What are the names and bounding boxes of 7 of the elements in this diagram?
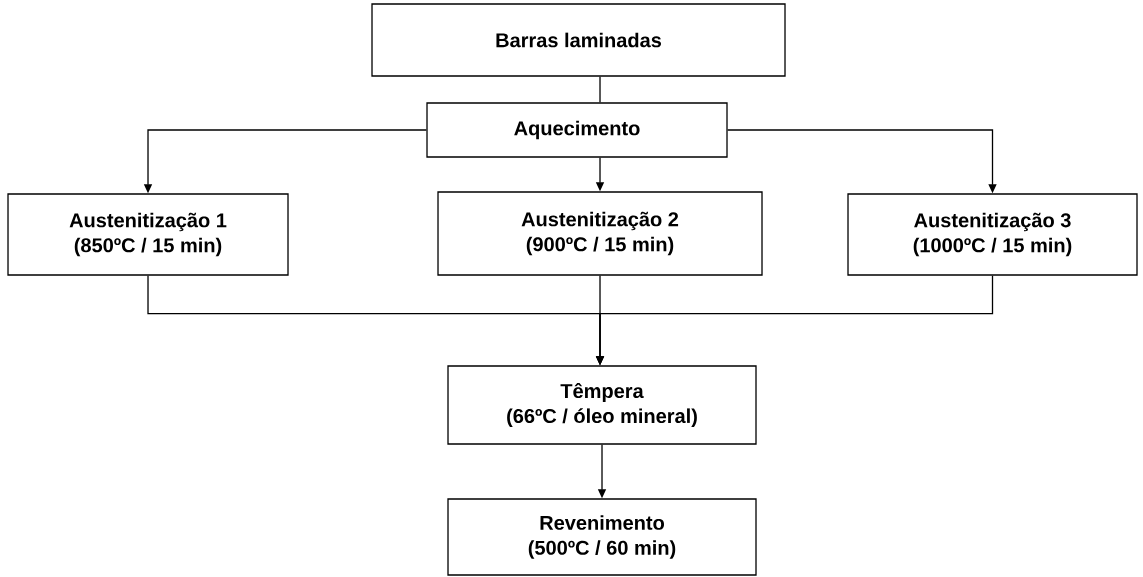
- process-box: Austenitização 2 (900ºC / 15 min): [437, 191, 763, 276]
- process-box: Austenitização 1 (850ºC / 15 min): [7, 193, 289, 276]
- process-box: Têmpera (66ºC / óleo mineral): [447, 365, 757, 445]
- process-box: Austenitização 3 (1000ºC / 15 min): [847, 193, 1138, 276]
- process-box: Barras laminadas: [371, 3, 786, 77]
- process-box: Aquecimento: [426, 102, 728, 158]
- process-box: Revenimento (500ºC / 60 min): [447, 498, 757, 576]
